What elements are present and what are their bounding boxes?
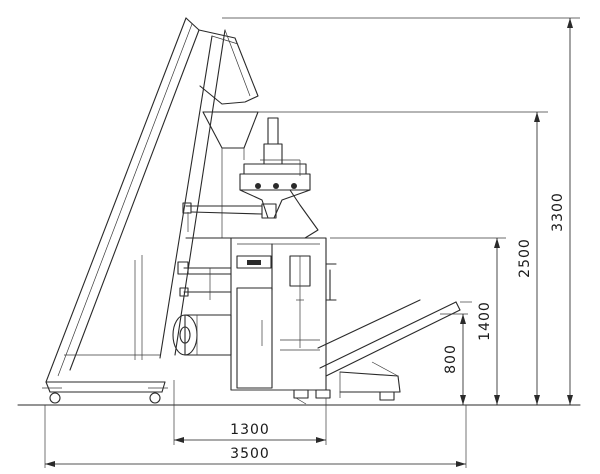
bucket-elevator (42, 17, 226, 404)
dim-label-800: 800 (443, 344, 459, 374)
dim-label-3500: 3500 (230, 446, 270, 462)
weigher-hopper (202, 111, 319, 239)
dimension-lines (44, 17, 580, 468)
bag-former (182, 202, 277, 239)
dim-label-1400: 1400 (477, 301, 493, 341)
dim-label-1300: 1300 (230, 422, 270, 438)
main-cabinet (230, 237, 337, 405)
output-conveyor (317, 299, 461, 401)
film-frame (177, 261, 232, 300)
dim-label-2500: 2500 (517, 238, 533, 278)
discharge-hopper (198, 29, 259, 105)
dim-label-3300: 3300 (550, 192, 566, 232)
film-roll (172, 314, 232, 356)
